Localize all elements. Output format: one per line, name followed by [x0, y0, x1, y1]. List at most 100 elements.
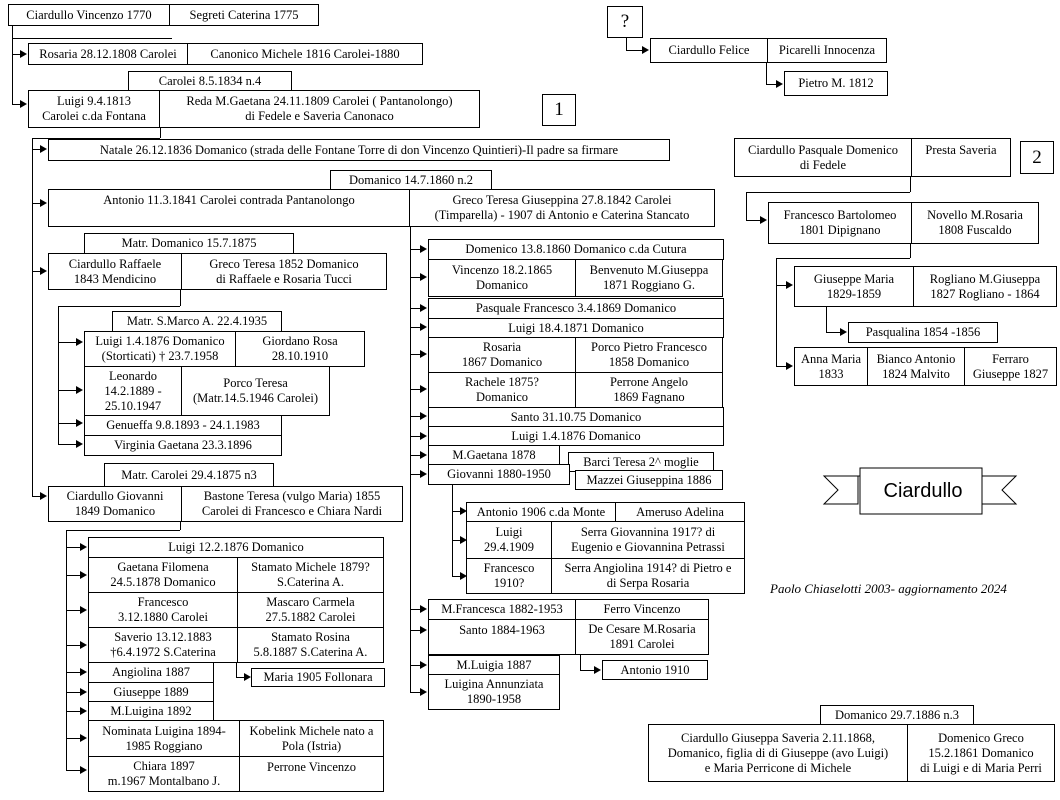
person-box-pasquale-francesco-1869: Pasquale Francesco 3.4.1869 Domanico: [428, 298, 724, 319]
person-detail: Carolei c.da Fontana: [42, 109, 146, 123]
person-detail: (Timparella) - 1907 di Antonio e Caterin…: [434, 208, 690, 222]
marriage-label-carolei-1875: Matr. Carolei 29.4.1875 n3: [104, 463, 274, 487]
person-name: Giuseppe 1889: [113, 684, 189, 699]
person-name: Ciardullo Felice: [668, 43, 750, 57]
person-name: Giuseppe Maria: [813, 271, 895, 286]
person-name: Greco Teresa 1852 Domanico: [209, 256, 359, 271]
person-name: De Cesare M.Rosaria: [588, 622, 696, 636]
person-name: Mazzei Giuseppina 1886: [586, 472, 712, 487]
person-detail: †6.4.1972 S.Caterina: [110, 645, 216, 659]
person-name: Natale 26.12.1836 Domanico (strada delle…: [99, 142, 619, 157]
person-name: Segreti Caterina 1775: [189, 7, 299, 22]
person-detail: 3.12.1880 Carolei: [118, 610, 208, 624]
person-name: Domenico 13.8.1860 Domanico c.da Cutura: [465, 242, 687, 256]
marriage-label-carolei-1834: Carolei 8.5.1834 n.4: [128, 71, 292, 91]
person-detail: 1843 Mendicino: [73, 271, 157, 286]
person-name: Perrone Vincenzo: [267, 760, 356, 774]
person-name: Ciardullo Giuseppa Saveria 2.11.1868,: [681, 730, 875, 745]
person-name: Pasquale Francesco 3.4.1869 Domanico: [475, 301, 677, 315]
person-name: Greco Teresa Giuseppina 27.8.1842 Carole…: [452, 193, 672, 207]
marriage-text: Matr. S.Marco A. 22.4.1935: [126, 314, 268, 328]
person-box-mluigia-1887: M.Luigia 1887: [428, 655, 560, 675]
person-detail: 14.2.1889 -: [104, 383, 162, 398]
person-name: Rosaria 28.12.1808 Carolei: [39, 46, 177, 61]
person-detail: di Fedele: [799, 157, 847, 172]
person-name: Ciardullo Giovanni: [66, 489, 164, 503]
person-name: Luigi 9.4.1813: [57, 94, 131, 108]
person-detail: 27.5.1882 Carolei: [265, 610, 356, 624]
person-box-domenico-1860: Domenico 13.8.1860 Domanico c.da Cutura: [428, 239, 724, 260]
marker-text: 2: [1032, 146, 1042, 168]
marriage-text: Domanico 29.7.1886 n.3: [835, 707, 959, 722]
banner-right-ribbon: [981, 475, 1018, 505]
marker-2: 2: [1020, 141, 1054, 174]
person-detail: e Maria Perricone di Michele: [704, 760, 852, 775]
person-box-stamato-michele: Stamato Michele 1879?S.Caterina A.: [237, 557, 384, 593]
person-name: M.Luigina 1892: [110, 703, 192, 718]
marriage-label-domanico-1886: Domanico 29.7.1886 n.3: [820, 705, 974, 725]
person-detail: 25.10.1947: [104, 398, 162, 413]
person-name: Santo 31.10.75 Domanico: [510, 409, 642, 424]
person-box-barci-teresa: Barci Teresa 2^ moglie: [568, 452, 714, 472]
person-box-pasqualina-1854: Pasqualina 1854 -1856: [848, 322, 998, 343]
person-box-picarelli-innocenza: Picarelli Innocenza: [767, 38, 887, 63]
person-box-angiolina-1887: Angiolina 1887: [88, 662, 214, 683]
person-detail: 1910?: [493, 576, 525, 590]
person-box-saverio-1883: Saverio 13.12.1883†6.4.1972 S.Caterina: [88, 627, 238, 663]
banner-fold-right: [981, 468, 984, 477]
person-name: Francesco: [483, 561, 535, 575]
person-box-virginia-gaetana: Virginia Gaetana 23.3.1896: [84, 435, 282, 456]
person-box-mluigina-1892: M.Luigina 1892: [88, 701, 214, 721]
person-name: Domenico Greco: [938, 730, 1024, 745]
banner-left-ribbon: [822, 475, 859, 505]
person-name: Saverio 13.12.1883: [114, 630, 212, 644]
person-name: Bastone Teresa (vulgo Maria) 1855: [203, 489, 381, 503]
person-detail: 1808 Fuscaldo: [938, 223, 1012, 237]
person-name: Rachele 1875?: [465, 375, 539, 389]
marker-1: 1: [542, 94, 576, 126]
person-box-pietro-1812: Pietro M. 1812: [784, 71, 888, 96]
person-name: Presta Saveria: [925, 143, 997, 157]
person-detail: Pola (Istria): [281, 738, 342, 753]
person-name: Francesco Bartolomeo: [783, 208, 897, 222]
person-box-canonico-michele: Canonico Michele 1816 Carolei-1880: [187, 43, 423, 65]
person-box-presta-saveria: Presta Saveria: [911, 138, 1011, 177]
person-box-luigi-1876-storticati: Luigi 1.4.1876 Domanico(Storticati) † 23…: [84, 331, 236, 367]
person-detail: di Raffaele e Rosaria Tucci: [216, 271, 352, 286]
person-name: Rogliano M.Giuseppa: [929, 271, 1041, 286]
person-name: Maria 1905 Follonara: [263, 670, 373, 684]
person-box-ameruso-adelina: Ameruso Adelina: [615, 502, 745, 522]
banner-body: [859, 467, 983, 515]
person-name: Novello M.Rosaria: [927, 208, 1023, 222]
person-box-luigi-1876-domanico: Luigi 12.2.1876 Domanico: [88, 537, 384, 558]
person-name: Stamato Rosina: [271, 630, 350, 644]
person-name: Canonico Michele 1816 Carolei-1880: [210, 46, 400, 61]
marker-text: ?: [620, 11, 630, 32]
person-name: Gaetana Filomena: [117, 560, 209, 574]
person-name: Chiara 1897: [133, 759, 195, 773]
person-name: Luigi 12.2.1876 Domanico: [168, 540, 304, 554]
person-box-ferro-vincenzo: Ferro Vincenzo: [575, 599, 709, 620]
person-detail: 1890-1958: [466, 692, 522, 706]
person-name: Antonio 11.3.1841 Carolei contrada Panta…: [103, 193, 355, 207]
person-detail: 1801 Dipignano: [799, 223, 881, 237]
person-box-giuseppe-1889: Giuseppe 1889: [88, 682, 214, 702]
person-box-felice: Ciardullo Felice: [650, 38, 768, 63]
person-name: Nominata Luigina 1894-: [102, 723, 226, 738]
person-box-mgaetana-1878: M.Gaetana 1878: [428, 445, 560, 465]
person-name: Picarelli Innocenza: [778, 43, 876, 57]
person-detail: 1867 Domanico: [461, 355, 543, 369]
person-box-vincenzo-1770: Ciardullo Vincenzo 1770: [8, 4, 170, 26]
person-detail: 1829-1859: [826, 286, 882, 301]
